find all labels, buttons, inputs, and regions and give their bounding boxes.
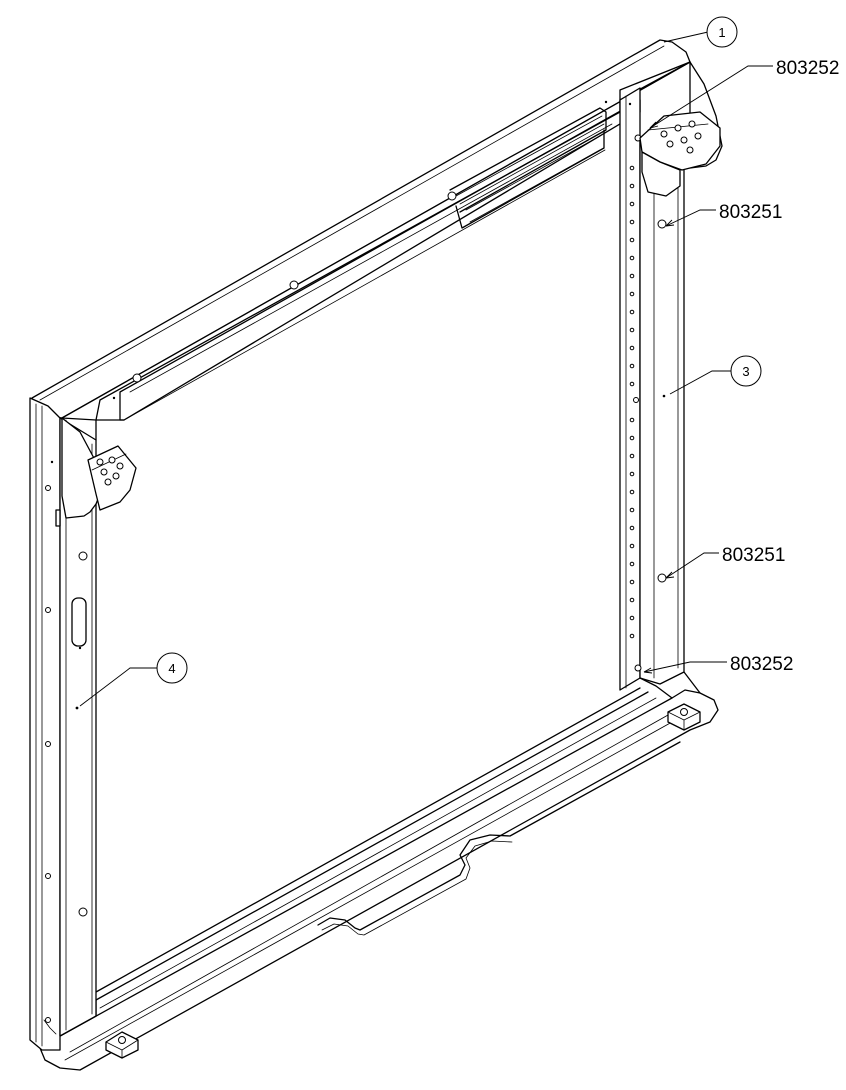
callout-803252-bottom: 803252 — [643, 654, 793, 675]
balloon-3-label: 3 — [742, 364, 749, 379]
bottom-base-plate — [39, 689, 719, 1071]
balloon-4: 4 — [79, 652, 188, 707]
bottom-left-foot — [105, 1031, 139, 1059]
bottom-rail — [59, 687, 657, 1037]
callout-803251-lower-label: 803251 — [722, 545, 785, 566]
top-right-bracket — [639, 61, 723, 197]
left-upright — [29, 397, 97, 1051]
callout-803251-upper: 803251 — [665, 202, 782, 227]
bottom-right-corner — [639, 671, 701, 699]
top-left-bracket — [61, 417, 137, 519]
balloon-1-label: 1 — [718, 25, 725, 40]
bottom-right-foot — [667, 703, 701, 731]
bottom-left-corner — [43, 1019, 57, 1035]
balloon-3: 3 — [669, 355, 762, 395]
callout-803252-top-label: 803252 — [776, 58, 839, 79]
balloon-4-label: 4 — [168, 661, 175, 676]
callout-803251-upper-label: 803251 — [719, 202, 782, 223]
callout-803252-bottom-label: 803252 — [730, 654, 793, 675]
top-rail — [31, 39, 691, 441]
callout-803252-top: 803252 — [649, 58, 839, 129]
right-upright-hole-column — [629, 165, 635, 639]
balloon-1: 1 — [663, 16, 738, 48]
callout-803251-lower: 803251 — [665, 545, 785, 579]
